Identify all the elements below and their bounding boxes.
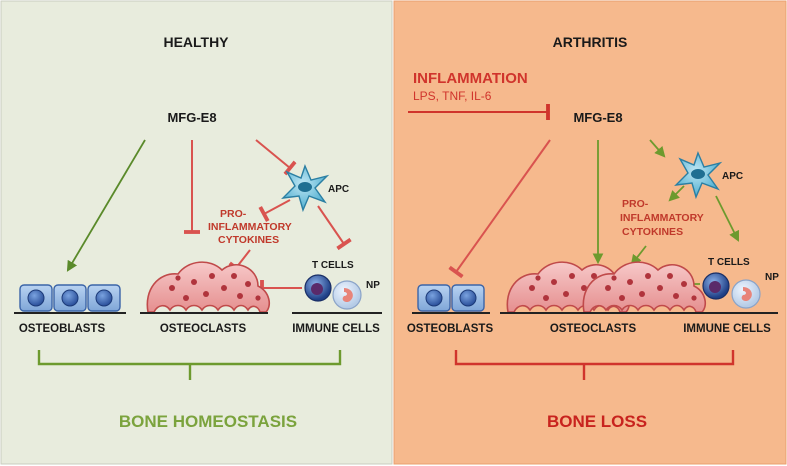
arthritis-np-nucleus (741, 287, 752, 302)
healthy-inhibit-apc-cytokines (258, 199, 291, 222)
healthy-osteoblasts-label: OSTEOBLASTS (19, 323, 106, 335)
healthy-cytokines-line3: CYTOKINES (218, 234, 279, 246)
healthy-osteoblast-2 (53, 284, 87, 312)
healthy-inhibit-apc-tcells (317, 205, 352, 251)
arthritis-arrow-cytokines-osteoclasts (630, 245, 647, 266)
inflammation-label: INFLAMMATION (413, 70, 528, 87)
arthritis-cytokines-line1: PRO- (622, 198, 649, 210)
healthy-inhibit-mfg-apc (255, 139, 297, 176)
arthritis-outcome: BONE LOSS (547, 412, 647, 431)
healthy-osteoblast-3 (87, 284, 121, 312)
arthritis-tcells-label: T CELLS (708, 257, 750, 268)
healthy-outcome: BONE HOMEOSTASIS (119, 412, 297, 431)
healthy-tcells-label: T CELLS (312, 260, 354, 271)
arthritis-arrow-apc-tcells (715, 195, 739, 242)
arthritis-osteoclasts-label: OSTEOCLASTS (550, 323, 637, 335)
inflammation-sub-label: LPS, TNF, IL-6 (413, 89, 492, 103)
arthritis-cytokines-line3: CYTOKINES (622, 226, 683, 238)
arthritis-mfg-label: MFG-E8 (573, 110, 622, 125)
arthritis-arrow-mfg-apc (649, 139, 666, 158)
healthy-arrow-mfg-osteoblasts (66, 139, 146, 272)
arthritis-title: ARTHRITIS (553, 34, 628, 50)
arthritis-np-label: NP (765, 272, 779, 283)
arthritis-tcell-nucleus (709, 281, 721, 293)
arthritis-immune-label: IMMUNE CELLS (683, 323, 771, 335)
arthritis-bracket (454, 350, 735, 380)
healthy-tcell-nucleus (311, 283, 323, 295)
arthritis-osteoblast-1 (417, 284, 451, 312)
arthritis-cytokines-line2: INFLAMMATORY (620, 212, 704, 224)
healthy-osteoblast-1 (19, 284, 53, 312)
arthritis-osteoblasts-label: OSTEOBLASTS (407, 323, 494, 335)
healthy-mfg-label: MFG-E8 (167, 110, 216, 125)
healthy-immune-label: IMMUNE CELLS (292, 323, 380, 335)
healthy-cytokines-line1: PRO- (220, 208, 247, 220)
healthy-panel (0, 0, 393, 465)
healthy-bracket (37, 350, 342, 380)
healthy-apc-label: APC (328, 184, 349, 195)
healthy-cytokines-line2: INFLAMMATORY (208, 221, 292, 233)
arthritis-apc-label: APC (722, 171, 743, 182)
arthritis-osteoblast-2 (451, 284, 485, 312)
healthy-title: HEALTHY (163, 34, 229, 50)
arthritis-inhibit-mfg-osteoblasts (448, 139, 551, 279)
arthritis-panel (393, 0, 787, 465)
healthy-np-nucleus (342, 288, 353, 303)
healthy-osteoclasts-label: OSTEOCLASTS (160, 323, 247, 335)
arthritis-arrow-apc-cytokines (668, 185, 685, 202)
healthy-np-label: NP (366, 280, 380, 291)
